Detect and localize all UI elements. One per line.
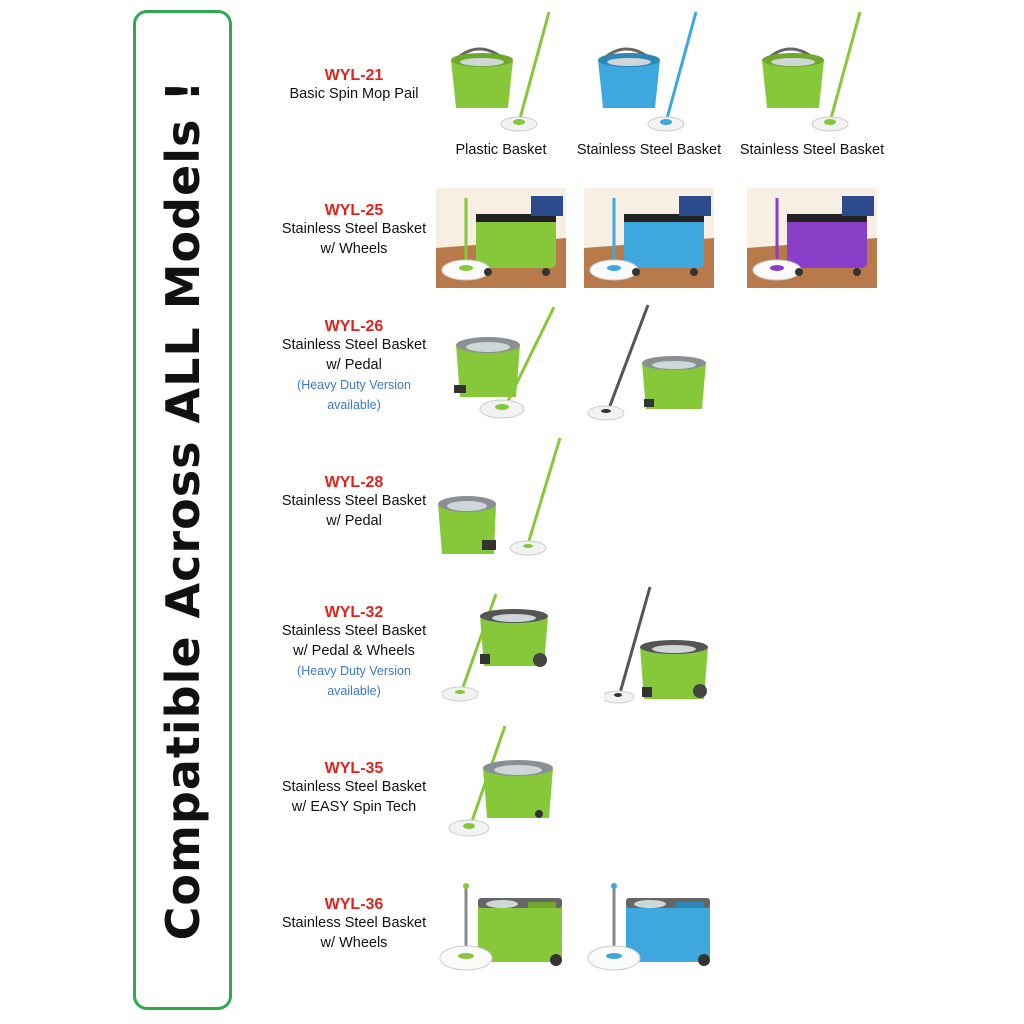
model-label-wyl25: WYL-25 Stainless Steel Basket w/ Wheels [270,201,438,259]
model-desc: w/ EASY Spin Tech [291,798,417,815]
caption-stainless-basket: Stainless Steel Basket [739,142,885,158]
model-desc: w/ Pedal [326,356,382,373]
spin-mop-bucket-icon [604,585,712,713]
model-code: WYL-21 [324,67,384,84]
model-desc: Stainless Steel Basket [281,623,427,639]
model-label-wyl35: WYL-35 Stainless Steel Basket w/ EASY Sp… [270,759,438,817]
model-label-wyl32: WYL-32 Stainless Steel Basket w/ Pedal &… [270,603,438,701]
spin-mop-bucket-icon [436,880,566,980]
model-code: WYL-25 [324,202,384,219]
model-label-wyl21: WYL-21 Basic Spin Mop Pail [270,66,438,105]
model-code: WYL-32 [324,604,384,621]
model-note: (Heavy Duty Version [297,378,411,392]
side-title: Compatible Across ALL Models ! [155,79,210,941]
model-code: WYL-36 [324,896,384,913]
spin-mop-bucket-icon [436,436,564,560]
model-label-wyl26: WYL-26 Stainless Steel Basket w/ Pedal (… [270,317,438,415]
spin-mop-bucket-icon [584,880,714,980]
spin-mop-bucket-icon [756,10,866,135]
side-banner: Compatible Across ALL Models ! [133,10,232,1010]
model-label-wyl28: WYL-28 Stainless Steel Basket w/ Pedal [270,473,438,531]
model-desc: Stainless Steel Basket [281,915,427,931]
model-note: (Heavy Duty Version [297,664,411,678]
model-note: available) [327,684,381,698]
spin-mop-bucket-icon [442,592,552,712]
model-code: WYL-28 [324,474,384,491]
model-desc: Stainless Steel Basket [281,493,427,509]
model-desc: Stainless Steel Basket [281,779,427,795]
model-code: WYL-26 [324,318,384,335]
spin-mop-bucket-icon [584,188,714,288]
model-desc: Basic Spin Mop Pail [289,86,419,102]
model-desc: Stainless Steel Basket [281,337,427,353]
caption-stainless-basket: Stainless Steel Basket [576,142,722,158]
model-desc: w/ Pedal & Wheels [293,642,415,659]
model-desc: Stainless Steel Basket [281,221,427,237]
model-desc: w/ Pedal [326,512,382,529]
model-desc: w/ Wheels [320,934,388,951]
spin-mop-bucket-icon [586,303,710,425]
spin-mop-bucket-icon [445,10,555,135]
model-note: available) [327,398,381,412]
caption-plastic-basket: Plastic Basket [455,142,547,158]
spin-mop-bucket-icon [436,188,566,288]
model-code: WYL-35 [324,760,384,777]
model-label-wyl36: WYL-36 Stainless Steel Basket w/ Wheels [270,895,438,953]
spin-mop-bucket-icon [447,724,555,846]
spin-mop-bucket-icon [450,305,562,427]
spin-mop-bucket-icon [592,10,702,135]
model-desc: w/ Wheels [320,240,388,257]
spin-mop-bucket-icon [747,188,877,288]
